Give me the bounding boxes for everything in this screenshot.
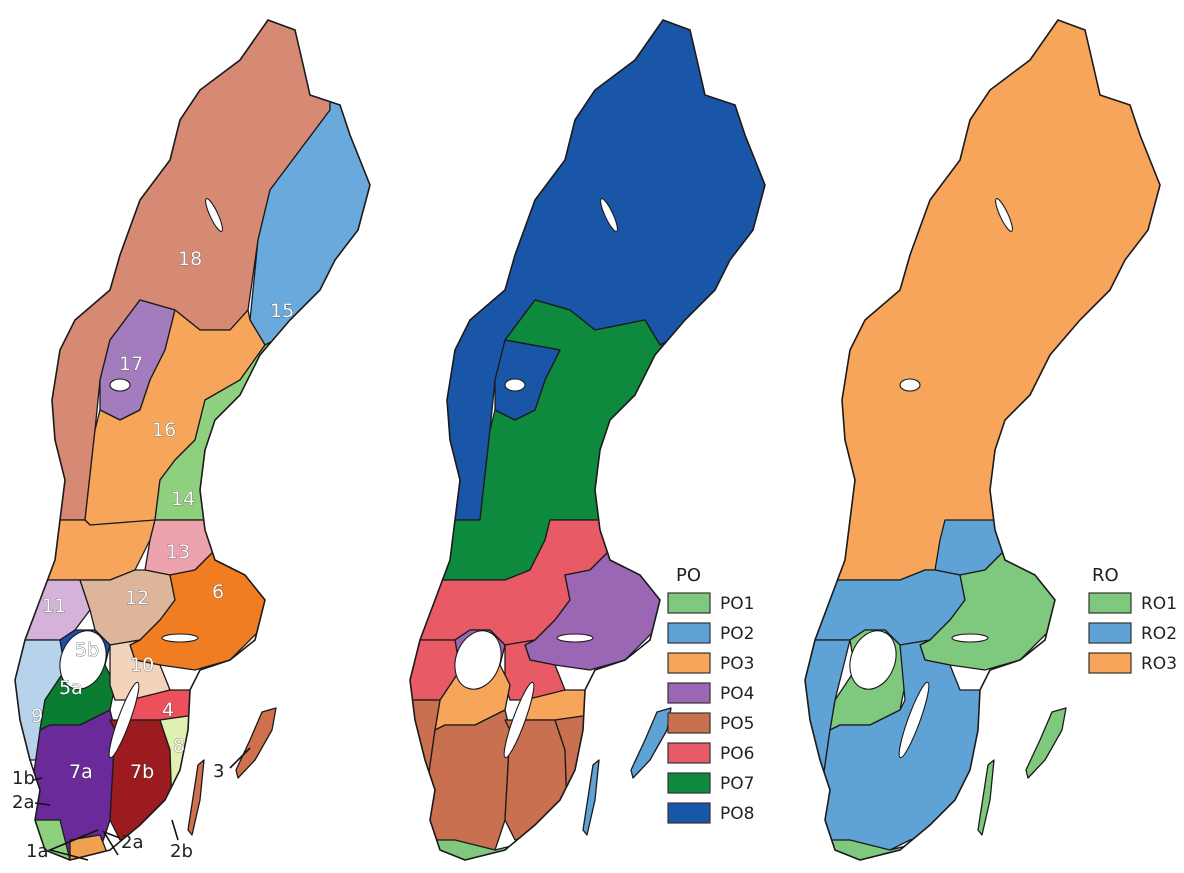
lake-vattern bbox=[503, 681, 535, 759]
lake-vattern bbox=[898, 681, 930, 759]
lake-malaren bbox=[951, 633, 989, 643]
label-15: 15 bbox=[270, 300, 294, 322]
legend-swatch-ro3 bbox=[1088, 652, 1132, 674]
legend-label-po7: PO7 bbox=[720, 774, 754, 794]
po-region-po5-a[interactable] bbox=[424, 709, 511, 860]
island-gotland[interactable] bbox=[235, 707, 277, 779]
legend-swatch-po7 bbox=[667, 772, 711, 794]
map-3-ro bbox=[790, 0, 1184, 861]
lake-north bbox=[205, 198, 223, 232]
label-6: 6 bbox=[212, 581, 224, 603]
legend-label-po5: PO5 bbox=[720, 714, 754, 734]
lake-storsjon bbox=[109, 378, 131, 392]
lake-storsjon bbox=[504, 378, 526, 392]
label-9: 9 bbox=[31, 705, 43, 727]
legend-swatch-po6 bbox=[667, 742, 711, 764]
label-7b: 7b bbox=[130, 761, 154, 783]
po-region-po8-mid[interactable] bbox=[494, 339, 561, 421]
legend-label-ro3: RO3 bbox=[1141, 654, 1177, 674]
island-oland[interactable] bbox=[187, 759, 205, 836]
island-gotland[interactable] bbox=[630, 707, 672, 779]
label-3: 3 bbox=[213, 761, 224, 782]
legend-label-ro1: RO1 bbox=[1141, 594, 1177, 614]
label-8: 8 bbox=[173, 735, 185, 757]
legend-po-title: PO bbox=[676, 565, 701, 586]
lake-vanern bbox=[454, 630, 502, 690]
label-5b: 5b bbox=[75, 639, 99, 661]
legend-swatch-ro1 bbox=[1088, 592, 1132, 614]
label-16: 16 bbox=[152, 419, 176, 441]
legend-ro-title: RO bbox=[1092, 565, 1119, 586]
lake-north bbox=[995, 198, 1013, 232]
leader-2a-left bbox=[34, 802, 51, 806]
legend-label-po2: PO2 bbox=[720, 624, 754, 644]
lake-north bbox=[600, 198, 618, 232]
legend-swatch-po4 bbox=[667, 682, 711, 704]
lake-malaren bbox=[556, 633, 594, 643]
label-12: 12 bbox=[125, 587, 149, 609]
legend-label-po4: PO4 bbox=[720, 684, 754, 704]
legend-swatch-po8 bbox=[667, 802, 711, 824]
label-18: 18 bbox=[178, 248, 202, 270]
label-7a: 7a bbox=[69, 761, 93, 783]
region-2a[interactable] bbox=[69, 834, 111, 873]
lake-storsjon bbox=[899, 378, 921, 392]
leader-1a bbox=[47, 829, 99, 861]
legend-label-ro2: RO2 bbox=[1141, 624, 1177, 644]
lake-vattern bbox=[108, 681, 140, 759]
lake-vanern bbox=[59, 630, 107, 690]
leader-2b bbox=[171, 819, 179, 841]
map-2-po bbox=[409, 19, 766, 861]
legend-swatch-po3 bbox=[667, 652, 711, 674]
label-10: 10 bbox=[130, 654, 154, 676]
label-13: 13 bbox=[166, 541, 190, 563]
label-1a: 1a bbox=[26, 841, 48, 862]
legend-label-po1: PO1 bbox=[720, 594, 754, 614]
island-gotland[interactable] bbox=[1025, 707, 1067, 779]
island-oland[interactable] bbox=[582, 759, 600, 836]
lake-vanern bbox=[849, 630, 897, 690]
label-1b: 1b bbox=[12, 768, 35, 789]
map-1-regions bbox=[15, 20, 370, 873]
label-17: 17 bbox=[119, 353, 143, 375]
legend-swatch-po2 bbox=[667, 622, 711, 644]
leader-2a-right bbox=[102, 830, 121, 856]
legend-label-po3: PO3 bbox=[720, 654, 754, 674]
label-14: 14 bbox=[171, 488, 195, 510]
legend-label-po8: PO8 bbox=[720, 804, 754, 824]
region-10[interactable] bbox=[109, 639, 171, 701]
legend-swatch-po5 bbox=[667, 712, 711, 734]
island-oland[interactable] bbox=[977, 759, 995, 836]
legend-swatch-po1 bbox=[667, 592, 711, 614]
ro-region-ro3[interactable] bbox=[790, 0, 1184, 581]
leader-3 bbox=[229, 747, 251, 769]
leader-1b bbox=[32, 777, 43, 781]
label-2a-right: 2a bbox=[121, 832, 143, 853]
label-2a-left: 2a bbox=[12, 792, 34, 813]
legend-label-po6: PO6 bbox=[720, 744, 754, 764]
label-11: 11 bbox=[42, 595, 66, 617]
legend-swatch-ro2 bbox=[1088, 622, 1132, 644]
lake-malaren bbox=[161, 633, 199, 643]
label-4: 4 bbox=[162, 699, 174, 721]
label-5a: 5a bbox=[59, 677, 83, 699]
label-2b: 2b bbox=[170, 841, 193, 862]
